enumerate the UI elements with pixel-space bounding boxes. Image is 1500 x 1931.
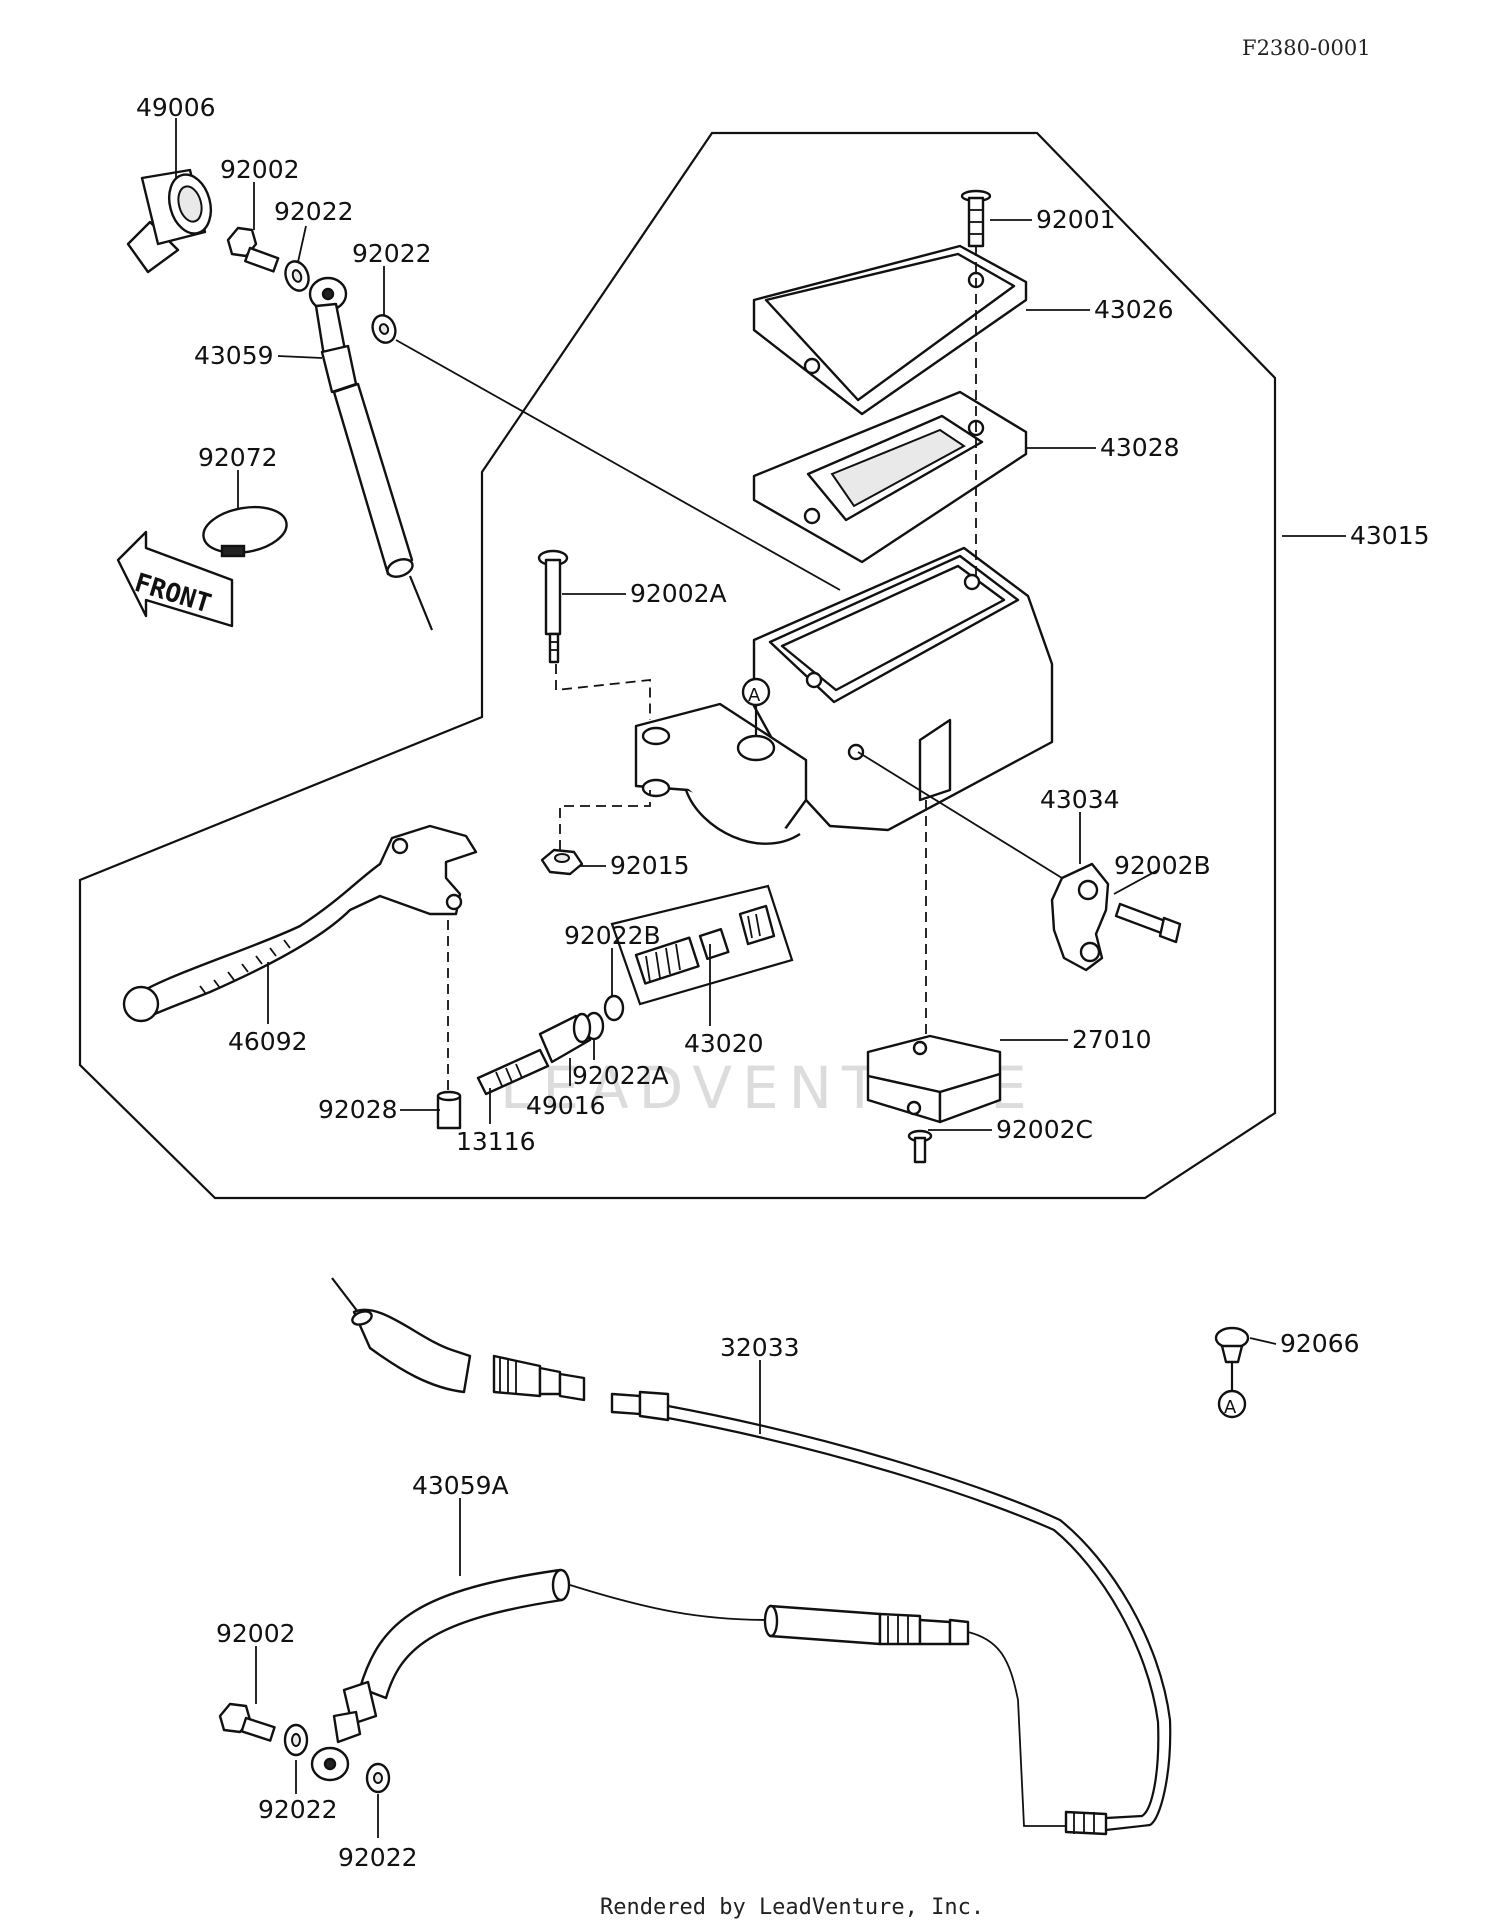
callout-92022A: 92022A: [572, 1061, 669, 1090]
ref-marker-a-bottom-text: A: [1224, 1397, 1237, 1418]
dash-92002A: [555, 664, 651, 720]
callout-43026: 43026: [1094, 295, 1174, 324]
callout-92066: 92066: [1280, 1329, 1360, 1358]
part-92001-screw: [960, 189, 992, 248]
part-92022-washer-bottom-a: [283, 1723, 309, 1757]
part-92002C-screw: [907, 1129, 933, 1164]
part-92022B-washer: [603, 994, 625, 1022]
callout-92072: 92072: [198, 443, 278, 472]
callout-27010: 27010: [1072, 1025, 1152, 1054]
callout-92002B: 92002B: [1114, 851, 1211, 880]
part-hose-upper-run: [331, 1277, 586, 1402]
callout-43059A: 43059A: [412, 1471, 509, 1500]
callout-92022-top-b: 92022: [352, 239, 432, 268]
ref-marker-a-bottom: [1217, 1389, 1247, 1419]
part-43034-holder: [1050, 862, 1110, 972]
part-49016-boot: [538, 1012, 592, 1064]
line-43059A-to-32033: [967, 1631, 1066, 1827]
part-92022-washer-bottom-b: [365, 1762, 391, 1794]
callout-13116: 13116: [456, 1127, 536, 1156]
part-92022-washer-top-a: [284, 260, 310, 292]
footer-credit: Rendered by LeadVenture, Inc.: [600, 1895, 984, 1920]
ref-marker-a-top: [741, 677, 771, 707]
callout-43020: 43020: [684, 1029, 764, 1058]
callout-92002C: 92002C: [996, 1115, 1093, 1144]
callout-49006: 49006: [136, 93, 216, 122]
part-92022-washer-top-b: [371, 314, 397, 344]
callout-49016: 49016: [526, 1091, 606, 1120]
part-43015-master-cylinder-body: [634, 546, 1054, 845]
part-92002-banjo-bolt-bottom: [218, 1702, 276, 1742]
callout-92022-bottom-b: 92022: [338, 1843, 418, 1872]
part-92072-clamp: [202, 505, 288, 558]
hose-to-body-leader: [395, 339, 841, 591]
part-92015-nut: [540, 848, 584, 876]
part-92002A-pivot-bolt: [537, 549, 569, 664]
part-43020-piston-kit: [610, 884, 794, 1006]
callout-46092: 46092: [228, 1027, 308, 1056]
part-32033-clutch-line: [610, 1390, 1172, 1836]
callout-43015: 43015: [1350, 521, 1430, 550]
part-92028-collar: [436, 1090, 462, 1130]
part-43059-hose-banjo: [308, 276, 434, 631]
callout-32033: 32033: [720, 1333, 800, 1362]
callout-92028: 92028: [318, 1095, 398, 1124]
part-43059A-hose: [310, 1568, 970, 1782]
part-92002B-bolt: [1114, 902, 1182, 944]
ref-marker-a-top-text: A: [748, 685, 761, 706]
callout-92022-bottom-a: 92022: [258, 1795, 338, 1824]
callout-43028: 43028: [1100, 433, 1180, 462]
figure-code: F2380-0001: [1242, 36, 1371, 60]
dash-92015: [559, 790, 651, 850]
callout-92002-top: 92002: [220, 155, 300, 184]
callout-43059: 43059: [194, 341, 274, 370]
part-46092-lever: [122, 824, 478, 1023]
callout-92022B: 92022B: [564, 921, 661, 950]
part-13116-push-rod: [476, 1048, 550, 1096]
part-27010-switch: [866, 1034, 1002, 1124]
holder-leader: [857, 751, 1063, 879]
assembly-outline: [78, 131, 1277, 1200]
part-92002-banjo-bolt-top: [226, 226, 280, 273]
callout-92001: 92001: [1036, 205, 1116, 234]
callout-92015: 92015: [610, 851, 690, 880]
callout-92022-top-a: 92022: [274, 197, 354, 226]
callout-92002-bottom: 92002: [216, 1619, 296, 1648]
part-43026-reservoir-cap: [752, 244, 1028, 416]
part-49006-cap: [126, 168, 213, 274]
callout-leaders: [175, 118, 1346, 1838]
callout-43034: 43034: [1040, 785, 1120, 814]
callout-92002A: 92002A: [630, 579, 727, 608]
part-92066-plug: [1214, 1326, 1250, 1364]
part-43028-diaphragm: [752, 390, 1028, 564]
